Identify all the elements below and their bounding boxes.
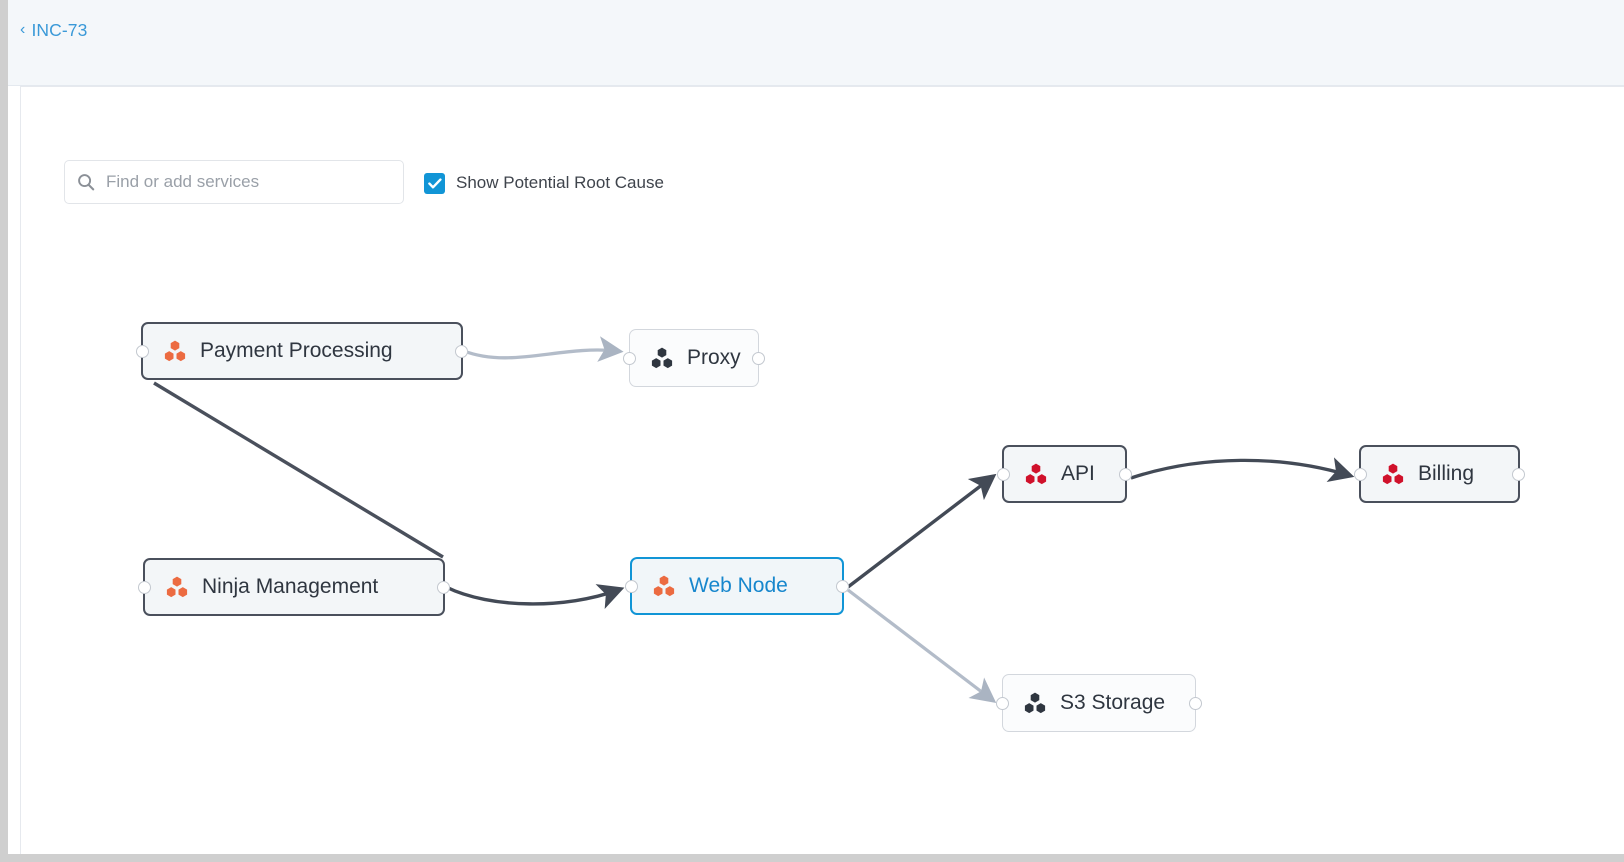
search-services-box[interactable] — [64, 160, 404, 204]
cluster-icon — [1025, 463, 1047, 485]
breadcrumb-back-link[interactable]: ‹ INC-73 — [20, 20, 87, 41]
node-port-right — [455, 344, 468, 358]
node-port-left — [625, 579, 638, 593]
graph-node-ninja-management[interactable]: Ninja Management — [138, 558, 450, 616]
node-label: Web Node — [689, 573, 788, 597]
node-port-right — [1119, 467, 1132, 481]
graph-node-billing[interactable]: Billing — [1354, 445, 1525, 503]
graph-node-api[interactable]: API — [997, 445, 1132, 503]
edge-payment-processing-to-proxy — [463, 336, 624, 362]
checkbox-checked-icon[interactable] — [424, 172, 445, 194]
dependency-graph-canvas[interactable]: Payment Processing Proxy — [21, 87, 1624, 854]
node-label: Proxy — [687, 345, 741, 369]
node-label: Billing — [1418, 461, 1475, 485]
node-port-right — [836, 579, 849, 593]
edge-ninja-management-to-web-node — [445, 584, 625, 609]
node-label: API — [1061, 461, 1095, 485]
cluster-icon — [1024, 692, 1046, 714]
show-root-cause-checkbox[interactable]: Show Potential Root Cause — [424, 172, 664, 194]
search-icon — [77, 173, 95, 191]
edge-payment-processing-to-ninja-management — [153, 381, 444, 559]
page-header: ‹ INC-73 — [8, 0, 1624, 86]
node-port-right — [1189, 696, 1202, 710]
node-port-right — [437, 580, 450, 594]
node-label: Payment Processing — [200, 338, 393, 362]
graph-toolbar: Show Potential Root Cause — [64, 160, 664, 204]
edge-web-node-to-s3-storage — [846, 588, 997, 704]
show-root-cause-label: Show Potential Root Cause — [456, 173, 664, 192]
service-map-card: Show Potential Root Cause — [20, 86, 1624, 854]
breadcrumb-label: INC-73 — [31, 20, 88, 40]
chevron-left-icon: ‹ — [20, 20, 26, 38]
node-port-left — [138, 580, 151, 594]
node-port-left — [136, 344, 149, 358]
node-port-left — [623, 351, 636, 365]
node-port-left — [996, 696, 1009, 710]
edge-web-node-to-api — [846, 473, 997, 589]
graph-node-web-node[interactable]: Web Node — [625, 557, 849, 615]
node-label: Ninja Management — [202, 574, 379, 598]
node-port-left — [1354, 467, 1367, 481]
search-input[interactable] — [106, 172, 391, 192]
cluster-icon — [166, 576, 188, 598]
node-port-right — [1512, 467, 1525, 481]
cluster-icon — [164, 340, 186, 362]
node-port-right — [752, 351, 765, 365]
node-label: S3 Storage — [1060, 690, 1166, 714]
cluster-icon — [653, 575, 675, 597]
cluster-icon — [1382, 463, 1404, 485]
edge-api-to-billing — [1130, 457, 1355, 483]
cluster-icon — [651, 347, 673, 369]
node-port-left — [997, 467, 1010, 481]
graph-node-proxy[interactable]: Proxy — [623, 329, 765, 387]
graph-node-payment-processing[interactable]: Payment Processing — [136, 322, 468, 380]
graph-node-s3-storage[interactable]: S3 Storage — [996, 674, 1202, 732]
